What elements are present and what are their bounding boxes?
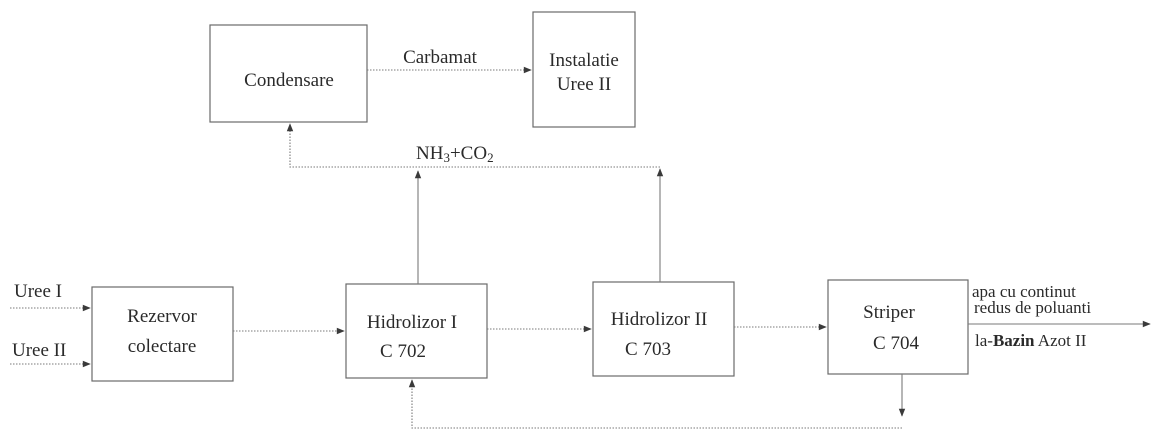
node-striper: Striper C 704: [827, 279, 969, 375]
label-uree-i: Uree I: [14, 281, 62, 302]
label-nh3-co2: NH3+CO2: [416, 143, 494, 165]
node-hidrolizor-i-label-2: C 702: [380, 341, 426, 362]
node-instalatie-uree-ii-label-1: Instalatie: [549, 50, 619, 71]
node-hidrolizor-ii-label-2: C 703: [625, 339, 671, 360]
label-output-line-1: apa cu continut: [972, 282, 1076, 301]
label-output-line-3: la-Bazin Azot II: [975, 331, 1087, 350]
node-rezervor-colectare-label-1: Rezervor: [127, 306, 197, 327]
node-hidrolizor-ii-label-1: Hidrolizor II: [611, 309, 708, 330]
node-hidrolizor-ii: Hidrolizor II C 703: [592, 281, 735, 377]
node-instalatie-uree-ii-label-2: Uree II: [557, 74, 611, 95]
node-rezervor-colectare: Rezervor colectare: [91, 286, 234, 382]
node-instalatie-uree-ii: Instalatie Uree II: [532, 11, 636, 128]
node-striper-label-2: C 704: [873, 333, 919, 354]
node-condensare: Condensare: [209, 24, 368, 123]
edge-gases-to-condensare: [286, 123, 660, 168]
node-hidrolizor-i-label-1: Hidrolizor I: [367, 312, 457, 333]
edge-recycle-to-hidrolizor-i: [408, 379, 902, 429]
label-uree-ii: Uree II: [12, 340, 66, 361]
node-condensare-label: Condensare: [244, 70, 334, 91]
node-striper-label-1: Striper: [863, 302, 915, 323]
label-output-line-2: redus de poluanti: [974, 298, 1091, 317]
node-rezervor-colectare-label-2: colectare: [128, 336, 197, 357]
label-carbamat: Carbamat: [403, 47, 478, 68]
node-hidrolizor-i: Hidrolizor I C 702: [345, 283, 488, 379]
